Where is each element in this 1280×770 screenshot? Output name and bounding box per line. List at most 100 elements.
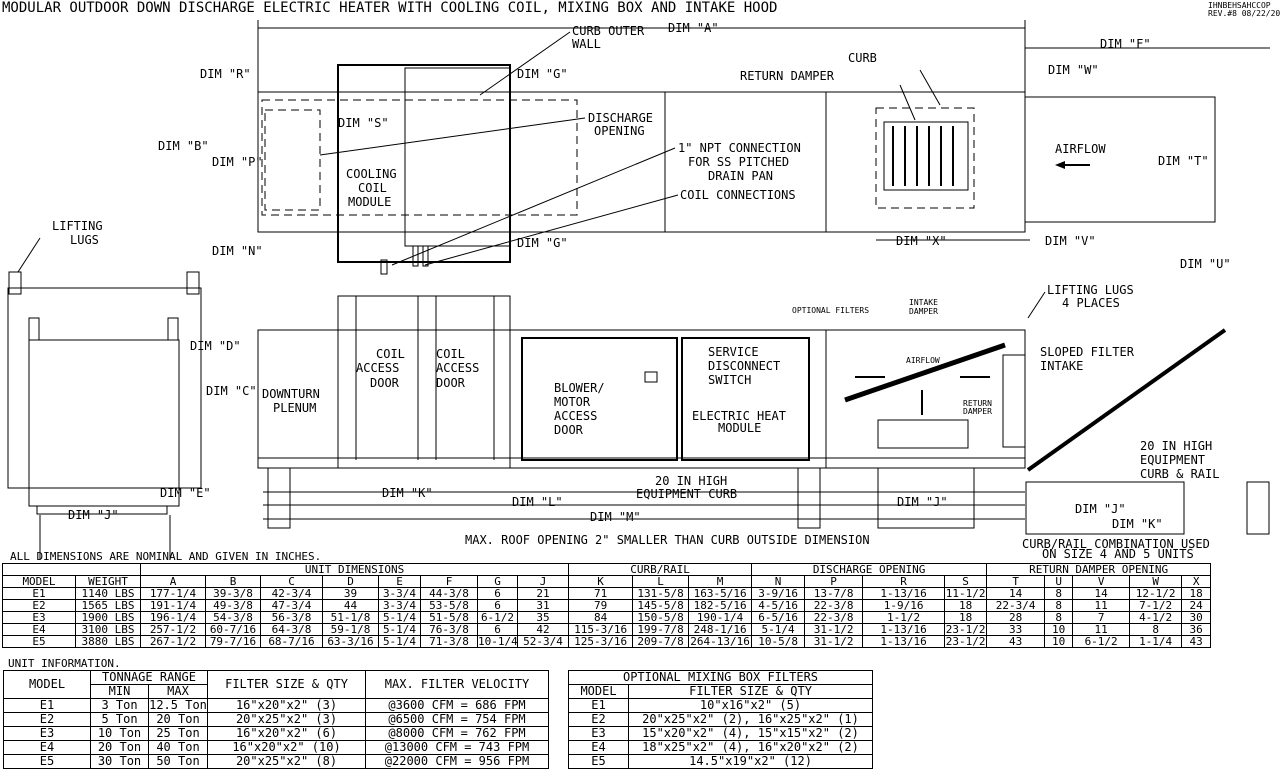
table-cell: 16"x20"x2" (10) (207, 740, 367, 755)
sloped-filter-label: SLOPED FILTER (1040, 345, 1135, 359)
header-tonnage: TONNAGE RANGE (89, 670, 209, 685)
table-cell: 11 (1072, 599, 1131, 612)
table-cell: 20"x25"x2" (3) (207, 712, 367, 727)
table-cell: 22-3/4 (986, 599, 1046, 612)
table-cell: 1-1/2 (862, 611, 946, 624)
curb-rail-label: 20 IN HIGH (1140, 439, 1212, 453)
table-cell: 5-1/4 (378, 635, 421, 648)
return-damper-small-label: RETURN (963, 399, 992, 408)
table-cell: 182-5/16 (688, 599, 753, 612)
table-cell: 4-1/2 (1129, 611, 1183, 624)
table-cell: 43 (986, 635, 1046, 648)
table-cell: 196-1/4 (140, 611, 206, 624)
blower-door-label-2: MOTOR (554, 395, 591, 409)
table-cell: E3 (2, 611, 76, 624)
table-cell: 42 (516, 623, 570, 636)
table-cell: 3 Ton (90, 698, 149, 713)
dim-g-label: DIM "G" (517, 67, 568, 81)
table-cell: 6-1/2 (477, 611, 518, 624)
mixing-header-filter: FILTER SIZE & QTY (627, 684, 874, 699)
column-header: C (260, 575, 323, 588)
table-cell: 52-3/4 (516, 635, 570, 648)
table-cell: 50 Ton (147, 754, 209, 769)
table-cell: 68-7/16 (260, 635, 323, 648)
table-cell: 1-13/16 (862, 623, 946, 636)
table-cell: 14.5"x19"x2" (12) (627, 754, 874, 769)
table-cell: 51-1/8 (322, 611, 379, 624)
table-cell: 3-9/16 (751, 587, 806, 600)
sloped-filter-label-2: INTAKE (1040, 359, 1083, 373)
table-cell: 20"x25"x2" (8) (207, 754, 367, 769)
dim-j-curb-label: DIM "J" (1075, 502, 1126, 516)
table-cell: 8 (1044, 587, 1074, 600)
table-cell: E1 (2, 587, 76, 600)
blower-door-label: BLOWER/ (554, 381, 605, 395)
column-header: S (944, 575, 988, 588)
drawing: MODULAR OUTDOOR DOWN DISCHARGE ELECTRIC … (2, 0, 1280, 560)
table-cell: 11-1/2 (944, 587, 988, 600)
table-cell: 257-1/2 (140, 623, 206, 636)
table-cell: 12.5 Ton (147, 698, 209, 713)
table-cell: 44-3/8 (420, 587, 478, 600)
table-cell: E5 (3, 754, 91, 769)
table-cell: 209-7/8 (632, 635, 690, 648)
equip-curb-label-2: EQUIPMENT CURB (636, 487, 737, 501)
table-cell: E1 (568, 698, 629, 713)
airflow-small-label: AIRFLOW (906, 356, 940, 365)
table-cell: 8 (1129, 623, 1183, 636)
table-cell: 125-3/16 (568, 635, 634, 648)
dim-b-label: DIM "B" (158, 139, 209, 153)
table-cell: 23-1/2 (944, 635, 988, 648)
table-cell: @8000 CFM = 762 FPM (365, 726, 550, 741)
table-cell: 28 (986, 611, 1046, 624)
mixing-title: OPTIONAL MIXING BOX FILTERS (567, 670, 874, 685)
table-cell: E4 (2, 623, 76, 636)
table-cell: 1900 LBS (75, 611, 141, 624)
service-switch-label: SERVICE (708, 345, 759, 359)
table-cell: 3-3/4 (378, 587, 421, 600)
table-cell: 115-3/16 (568, 623, 634, 636)
dim-v-label: DIM "V" (1045, 234, 1096, 248)
table-cell: 43 (1181, 635, 1212, 648)
table-cell: 1-9/16 (862, 599, 946, 612)
unit-info-table: MODEL TONNAGE RANGE FILTER SIZE & QTY MA… (3, 670, 550, 769)
table-cell: 177-1/4 (140, 587, 206, 600)
table-cell: 1-13/16 (862, 587, 946, 600)
table-cell: 20"x25"x2" (2), 16"x25"x2" (1) (627, 712, 874, 727)
table-cell: 191-1/4 (140, 599, 206, 612)
table-cell: 6-1/2 (1072, 635, 1131, 648)
table-cell: 51-5/8 (420, 611, 478, 624)
table-cell: 1565 LBS (75, 599, 141, 612)
dim-d-label: DIM "D" (190, 339, 241, 353)
table-cell: 1-13/16 (862, 635, 946, 648)
table-cell: 5-1/4 (378, 611, 421, 624)
table-cell: E2 (2, 599, 76, 612)
table-cell: 39-3/8 (205, 587, 261, 600)
table-cell: 10 (1044, 623, 1074, 636)
column-header: R (862, 575, 946, 588)
table-cell: 16"x20"x2" (6) (207, 726, 367, 741)
dimensions-note: ALL DIMENSIONS ARE NOMINAL AND GIVEN IN … (10, 550, 322, 563)
table-cell: 30 Ton (90, 754, 149, 769)
table-cell: 20 Ton (90, 740, 149, 755)
column-header: V (1072, 575, 1131, 588)
column-header: X (1181, 575, 1212, 588)
downturn-plenum-label: DOWNTURN (262, 387, 320, 401)
table-cell: 24 (1181, 599, 1212, 612)
table-cell: 56-3/8 (260, 611, 323, 624)
lifting-lugs-4-label-2: 4 PLACES (1062, 296, 1120, 310)
blower-door-label-4: DOOR (554, 423, 584, 437)
group-return-damper: RETURN DAMPER OPENING (986, 563, 1212, 576)
table-cell: 31 (516, 599, 570, 612)
curb-rail-label-3: CURB & RAIL (1140, 467, 1219, 481)
table-cell: E1 (3, 698, 91, 713)
curb-label: CURB (848, 51, 877, 65)
coil-access-door-2: COIL (436, 347, 465, 361)
table-cell: 14 (1072, 587, 1131, 600)
table-cell: 3100 LBS (75, 623, 141, 636)
discharge-opening-label: DISCHARGE (588, 111, 653, 125)
table-cell: E2 (568, 712, 629, 727)
table-cell: @3600 CFM = 686 FPM (365, 698, 550, 713)
